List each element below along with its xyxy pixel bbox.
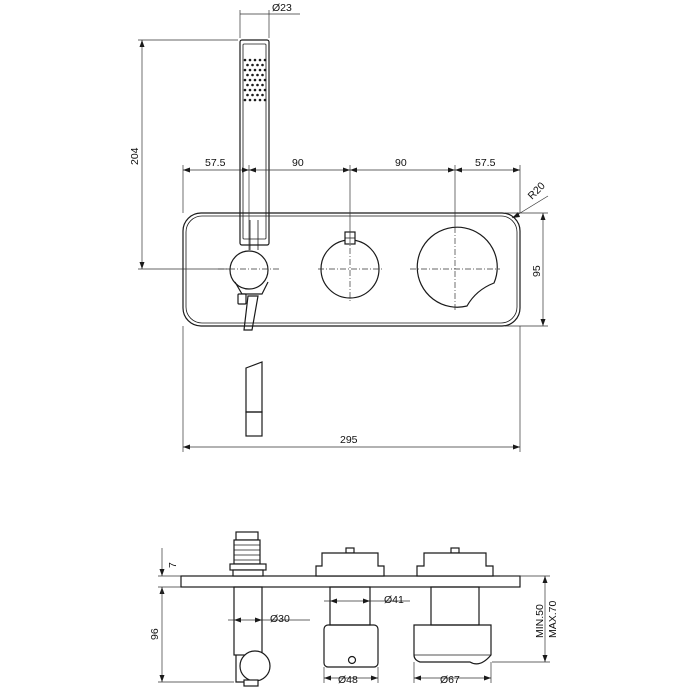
label-204: 204 — [129, 147, 141, 165]
dim-d30: Ø30 — [228, 613, 310, 625]
label-max-70: MAX.70 — [547, 600, 559, 638]
label-d67: Ø67 — [440, 674, 460, 686]
hand-shower-body — [233, 586, 271, 687]
plate-profile — [180, 575, 521, 588]
section-view: 7 96 Ø30 Ø41 Ø — [149, 531, 559, 687]
shower-nozzles — [243, 58, 267, 102]
dim-d41: Ø41 — [324, 594, 410, 606]
label-min-50: MIN.50 — [534, 604, 546, 638]
dim-depth-7: 7 — [158, 548, 181, 594]
hand-shower — [239, 39, 270, 250]
thermo-knob-body — [413, 586, 492, 665]
dim-d67: Ø67 — [413, 662, 492, 686]
center-lines — [218, 227, 500, 311]
top-connector — [229, 531, 267, 577]
label-7: 7 — [167, 562, 179, 568]
dim-min-max: MIN.50 MAX.70 — [492, 575, 559, 663]
thermostatic-knob — [416, 226, 498, 308]
dim-height-95: 95 — [505, 212, 548, 327]
label-57-5-left: 57.5 — [205, 157, 226, 169]
front-view: Ø23 204 57.5 90 — [129, 2, 549, 452]
label-95: 95 — [531, 265, 543, 277]
dim-depth-96: 96 — [149, 587, 234, 683]
label-96: 96 — [149, 628, 161, 640]
shower-holder — [229, 250, 269, 331]
dim-spacings: 57.5 90 90 57.5 — [182, 157, 521, 250]
dim-height-204: 204 — [129, 39, 238, 270]
dim-d48: Ø48 — [323, 667, 379, 686]
flow-knob-body — [323, 586, 379, 668]
label-d48: Ø48 — [338, 674, 358, 686]
thermo-knob-cap — [416, 547, 494, 577]
wall-plate-inner-edge — [185, 215, 518, 324]
label-295: 295 — [340, 434, 358, 446]
dim-radius: R20 — [511, 180, 549, 219]
dim-width-295: 295 — [182, 326, 521, 452]
label-d30: Ø30 — [270, 613, 290, 625]
label-r20: R20 — [526, 180, 548, 202]
label-d23: Ø23 — [272, 2, 292, 14]
label-57-5-right: 57.5 — [475, 157, 496, 169]
dim-handshower-diameter: Ø23 — [239, 2, 300, 38]
wall-plate — [182, 212, 521, 327]
label-d41: Ø41 — [384, 594, 404, 606]
flow-knob-cap — [315, 547, 385, 577]
label-90-right: 90 — [395, 157, 407, 169]
hose-connector — [245, 361, 263, 437]
label-90-left: 90 — [292, 157, 304, 169]
